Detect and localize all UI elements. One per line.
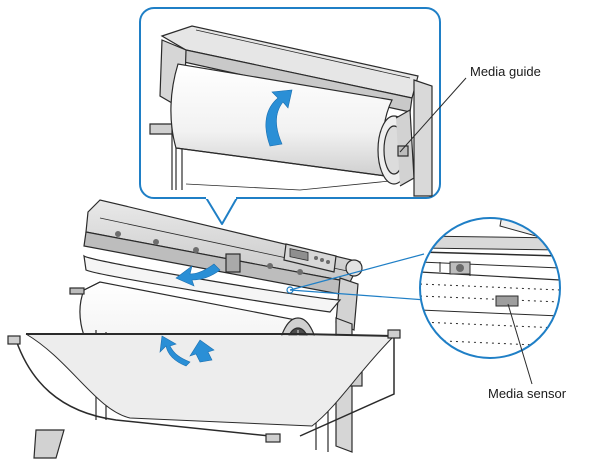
top-callout bbox=[139, 7, 441, 225]
media-guide-leader bbox=[399, 77, 467, 153]
media-basket bbox=[7, 329, 401, 459]
curved-back-arrow-icon bbox=[159, 335, 191, 367]
curved-up-arrow-icon bbox=[265, 89, 293, 147]
curved-down-arrow-icon bbox=[175, 263, 221, 287]
media-sensor-label: Media sensor bbox=[488, 386, 567, 401]
media-sensor-leader bbox=[507, 303, 533, 385]
up-arrow-icon bbox=[189, 339, 215, 363]
media-guide-label: Media guide bbox=[470, 64, 541, 79]
